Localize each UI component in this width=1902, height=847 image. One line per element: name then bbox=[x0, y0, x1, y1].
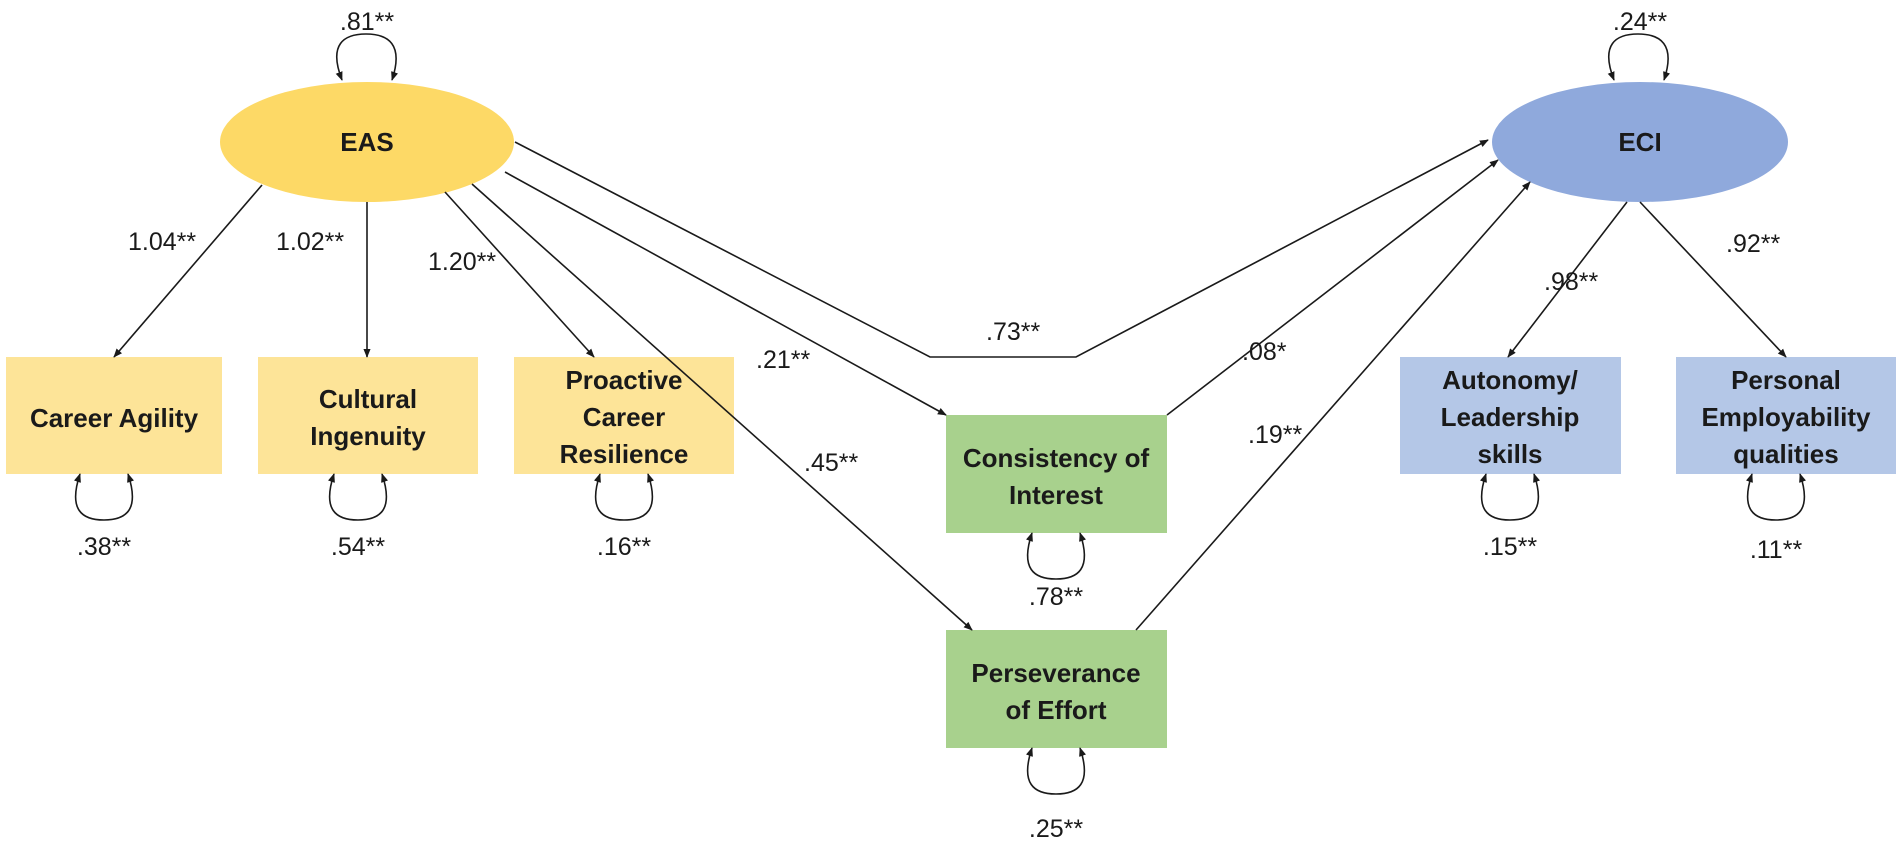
cultural-ingenuity-label-line-1: Cultural bbox=[319, 384, 417, 414]
variance-career-agility: .38** bbox=[77, 533, 131, 561]
path-eci-personal bbox=[1639, 201, 1787, 358]
path-eas-eci bbox=[514, 139, 1489, 358]
variance-eci: .24** bbox=[1613, 8, 1667, 36]
personal-label-line-3: qualities bbox=[1733, 439, 1838, 469]
variance-values: .81** .24** .38** .54** .16** .78** .25*… bbox=[77, 8, 1803, 843]
consistency-label-line-1: Consistency of bbox=[963, 443, 1150, 473]
personal-label-line-1: Personal bbox=[1731, 365, 1841, 395]
path-eas-proactive-resilience bbox=[444, 191, 595, 358]
variance-personal: .11** bbox=[1750, 536, 1803, 564]
proactive-label-line-3: Resilience bbox=[560, 439, 689, 469]
variance-perseverance: .25** bbox=[1029, 815, 1083, 843]
coef-eci-personal: .92** bbox=[1726, 230, 1780, 258]
personal-employability-node: Personal Employability qualities bbox=[1676, 357, 1896, 474]
path-consistency-eci bbox=[1166, 159, 1499, 416]
variance-loop-autonomy bbox=[1480, 473, 1540, 521]
proactive-label-line-2: Career bbox=[583, 402, 665, 432]
variance-eas: .81** bbox=[340, 8, 394, 36]
eci-label: ECI bbox=[1618, 127, 1661, 157]
perseverance-label-line-1: Perseverance bbox=[971, 658, 1140, 688]
path-arrows bbox=[113, 139, 1787, 631]
proactive-label-line-1: Proactive bbox=[565, 365, 682, 395]
autonomy-label-line-1: Autonomy/ bbox=[1442, 365, 1578, 395]
variance-loop-personal bbox=[1746, 473, 1806, 521]
cultural-ingenuity-label-line-2: Ingenuity bbox=[310, 421, 426, 451]
path-coefficients: 1.04** 1.02** 1.20** .73** .21** .45** .… bbox=[128, 228, 1780, 477]
coef-eas-eci: .73** bbox=[986, 318, 1040, 346]
personal-label-line-2: Employability bbox=[1701, 402, 1871, 432]
variance-loop-consistency bbox=[1026, 532, 1086, 580]
coef-eas-cultural-ingenuity: 1.02** bbox=[276, 228, 344, 256]
cultural-ingenuity-node: Cultural Ingenuity bbox=[258, 357, 478, 474]
path-eas-career-agility bbox=[113, 184, 263, 358]
variance-cultural-ingenuity: .54** bbox=[331, 533, 385, 561]
coef-eas-career-agility: 1.04** bbox=[128, 228, 196, 256]
variance-consistency: .78** bbox=[1029, 583, 1083, 611]
variance-loop-cultural-ingenuity bbox=[328, 473, 388, 521]
career-agility-label: Career Agility bbox=[30, 403, 199, 433]
path-eci-autonomy bbox=[1507, 201, 1628, 358]
variance-loop-proactive bbox=[594, 473, 654, 521]
eci-latent-node: ECI bbox=[1492, 82, 1788, 202]
consistency-label-line-2: Interest bbox=[1009, 480, 1103, 510]
perseverance-label-line-2: of Effort bbox=[1005, 695, 1106, 725]
variance-loop-perseverance bbox=[1026, 747, 1086, 795]
variance-loop-eci bbox=[1607, 33, 1670, 81]
proactive-career-resilience-node: Proactive Career Resilience bbox=[514, 357, 734, 474]
coef-eas-perseverance: .45** bbox=[804, 449, 858, 477]
coef-eas-consistency: .21** bbox=[756, 346, 810, 374]
autonomy-label-line-3: skills bbox=[1477, 439, 1542, 469]
variance-loops bbox=[74, 33, 1806, 795]
variance-loop-career-agility bbox=[74, 473, 134, 521]
coef-eci-autonomy: .98** bbox=[1544, 268, 1598, 296]
coef-eas-proactive-resilience: 1.20** bbox=[428, 248, 496, 276]
autonomy-leadership-node: Autonomy/ Leadership skills bbox=[1400, 357, 1621, 474]
consistency-of-interest-node: Consistency of Interest bbox=[946, 415, 1167, 533]
coef-perseverance-eci: .19** bbox=[1248, 421, 1302, 449]
path-eas-perseverance bbox=[471, 183, 973, 631]
coef-consistency-eci: .08* bbox=[1242, 338, 1287, 366]
path-eas-consistency bbox=[504, 171, 947, 416]
career-agility-node: Career Agility bbox=[6, 357, 222, 474]
eas-label: EAS bbox=[340, 127, 393, 157]
perseverance-of-effort-node: Perseverance of Effort bbox=[946, 630, 1167, 748]
autonomy-label-line-2: Leadership bbox=[1441, 402, 1580, 432]
path-perseverance-eci bbox=[1135, 181, 1531, 631]
variance-autonomy: .15** bbox=[1483, 533, 1537, 561]
eas-latent-node: EAS bbox=[220, 82, 514, 202]
variance-loop-eas bbox=[335, 33, 398, 81]
variance-proactive: .16** bbox=[597, 533, 651, 561]
